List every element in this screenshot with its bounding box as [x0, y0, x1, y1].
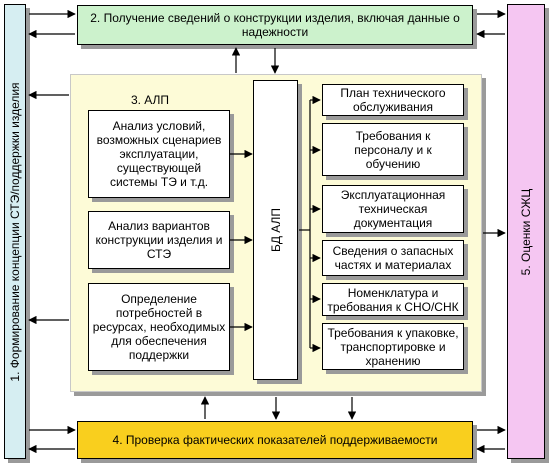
analysis-text-line: для обеспечения [111, 334, 207, 348]
analysis-text-line: конструкции изделия и [95, 233, 223, 247]
output-text-line: требования к СНО/СНК [327, 299, 459, 314]
output-spare-parts-box: Сведения о запасных частях и материалах [322, 240, 464, 276]
output-documentation-box: Эксплуатационная техническая документаци… [322, 185, 464, 233]
output-equipment-nomenclature-box: Номенклатура и требования к СНО/СНК [322, 283, 464, 316]
analysis-conditions-box: Анализ условий, возможных сценариев эксп… [88, 110, 230, 198]
block-4-supportability-check: 4. Проверка фактических показателей подд… [77, 421, 473, 459]
output-text-line: План технического [340, 86, 446, 100]
output-text-line: транспортировке и [340, 339, 446, 354]
output-maintenance-plan-box: План технического обслуживания [322, 84, 464, 116]
analysis-design-options-box: Анализ вариантов конструкции изделия и С… [88, 211, 230, 269]
analysis-text-line: Анализ условий, [112, 119, 206, 133]
output-packaging-box: Требования к упаковке, транспортировке и… [322, 323, 464, 370]
block-2-design-data: 2. Получение сведений о конструкции изде… [77, 5, 473, 45]
block-2-label-line-1: 2. Получение сведений о конструкции изде… [90, 11, 460, 25]
output-text-line: Номенклатура и [347, 285, 439, 300]
block-4-label: 4. Проверка фактических показателей подд… [112, 433, 438, 447]
analysis-text-line: поддержки [128, 348, 190, 362]
analysis-text-line: ресурсах, необходимых [92, 320, 226, 334]
analysis-text-line: системы ТЭ и т.д. [109, 175, 209, 189]
block-1-concept: 1. Формирование концепции СТЭ/поддержки … [4, 4, 26, 459]
analysis-text-line: Анализ вариантов [108, 219, 210, 233]
analysis-text-line: потребностей в [115, 306, 203, 320]
output-text-line: Требования к упаковке, [327, 325, 459, 340]
analysis-text-line: Определение [121, 292, 197, 306]
output-text-line: Эксплуатационная [340, 188, 446, 202]
output-text-line: документация [353, 216, 433, 230]
block-5-lcc-estimates: 5. Оценки СЖЦ [507, 4, 545, 459]
output-text-line: техническая [358, 202, 428, 216]
block-2-label-line-2: надежности [241, 25, 309, 39]
database-box: БД АЛП [253, 80, 298, 380]
output-text-line: хранению [365, 353, 421, 368]
analysis-text-line: эксплуатации, [119, 147, 199, 161]
output-text-line: обслуживания [352, 100, 434, 114]
block-3-label: 3. АЛП [130, 93, 170, 107]
output-text-line: персоналу и к [354, 142, 432, 157]
output-text-line: обучению [365, 156, 421, 171]
output-personnel-training-box: Требования к персоналу и к обучению [322, 123, 464, 176]
analysis-text-line: СТЭ [146, 247, 172, 261]
output-text-line: Сведения о запасных [332, 244, 454, 258]
analysis-text-line: существующей [116, 161, 202, 175]
analysis-resource-needs-box: Определение потребностей в ресурсах, нео… [88, 283, 230, 371]
output-text-line: частях и материалах [334, 258, 452, 272]
analysis-text-line: возможных сценариев [96, 133, 222, 147]
output-text-line: Требования к [355, 128, 431, 143]
